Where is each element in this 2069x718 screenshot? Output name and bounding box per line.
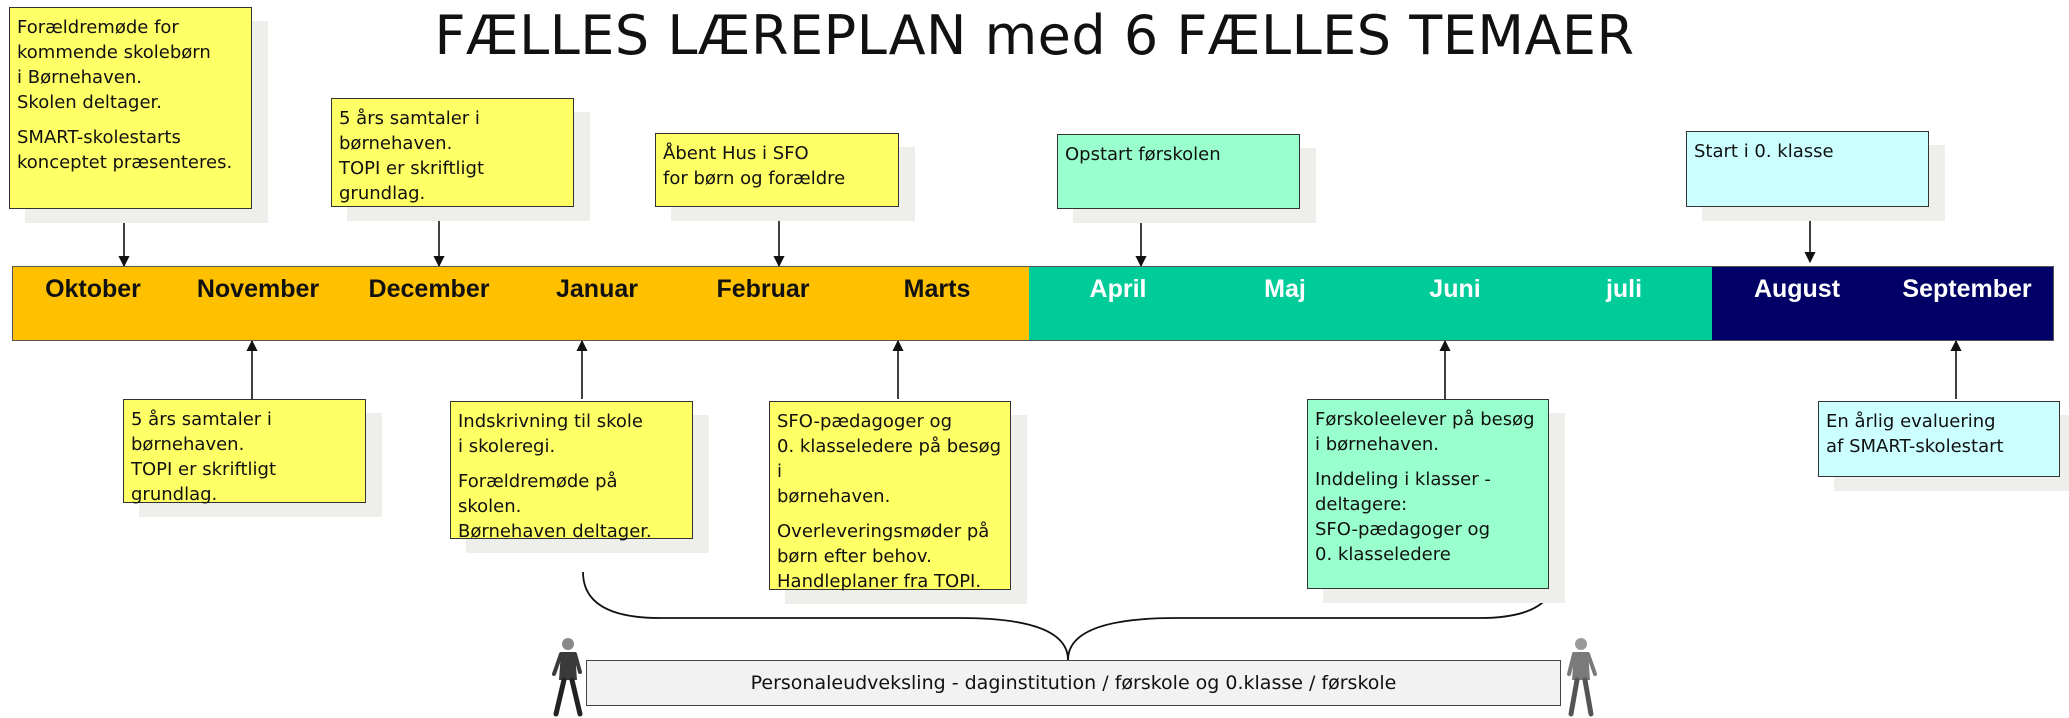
event-note-april: Opstart førskolen	[1057, 134, 1300, 209]
event-note-oktober: Forældremøde for kommende skolebørn i Bø…	[9, 7, 252, 209]
month-label: Januar	[556, 275, 638, 303]
event-note-juni: Førskoleelever på besøg i børnehaven. In…	[1307, 399, 1549, 589]
month-label: Marts	[903, 275, 971, 303]
month-label: December	[368, 275, 490, 303]
note-paragraph: Start i 0. klasse	[1694, 141, 1834, 162]
note-paragraph: Åbent Hus i SFO for børn og forældre	[663, 143, 846, 189]
month-label: Juni	[1429, 275, 1481, 303]
diagram-title: FÆLLES LÆREPLAN med 6 FÆLLES TEMAER	[434, 4, 1635, 67]
note-paragraph: Overleveringsmøder på børn efter behov. …	[777, 521, 990, 592]
note-paragraph: Førskoleelever på besøg i børnehaven.	[1315, 409, 1535, 455]
event-note-februar: Åbent Hus i SFO for børn og forældre	[655, 133, 899, 207]
note-paragraph: En årlig evaluering af SMART-skolestart	[1826, 411, 2004, 457]
month-label: August	[1753, 275, 1841, 303]
note-paragraph: Inddeling i klasser - deltagere: SFO-pæd…	[1315, 469, 1491, 565]
note-paragraph: SFO-pædagoger og 0. klasseledere på besø…	[777, 411, 1002, 507]
month-label: Maj	[1264, 275, 1306, 303]
month-label: April	[1089, 275, 1147, 303]
event-note-november: 5 års samtaler i børnehaven. TOPI er skr…	[123, 399, 366, 505]
note-paragraph: SMART-skolestarts konceptet præsenteres.	[17, 127, 233, 173]
month-label: Februar	[716, 275, 810, 303]
event-note-marts: SFO-pædagoger og 0. klasseledere på besø…	[769, 401, 1011, 592]
note-paragraph: 5 års samtaler i børnehaven. TOPI er skr…	[339, 108, 485, 204]
note-paragraph: Indskrivning til skole i skoleregi.	[458, 411, 643, 457]
note-paragraph: Opstart førskolen	[1065, 144, 1221, 165]
note-paragraph: Forældremøde for kommende skolebørn i Bø…	[17, 17, 211, 113]
month-label: Oktober	[45, 275, 141, 303]
month-label: September	[1902, 275, 2032, 303]
event-note-august: Start i 0. klasse	[1686, 131, 1929, 207]
timeline-segment-spring-summer	[1029, 266, 1712, 341]
month-label: November	[196, 275, 320, 303]
staff-exchange-bar: Personaleudveksling - daginstitution / f…	[586, 660, 1561, 706]
walking-person-right-icon	[1567, 638, 1597, 717]
walking-person-left-icon	[552, 638, 583, 717]
timeline-segment-late-summer	[1712, 266, 2054, 341]
note-paragraph: 5 års samtaler i børnehaven. TOPI er skr…	[131, 409, 277, 505]
event-note-september: En årlig evaluering af SMART-skolestart	[1818, 401, 2060, 477]
timeline-segment-autumn-winter	[12, 266, 1029, 341]
event-note-december: 5 års samtaler i børnehaven. TOPI er skr…	[331, 98, 574, 207]
event-note-januar: Indskrivning til skole i skoleregi. Foræ…	[450, 401, 693, 542]
month-label: juli	[1605, 275, 1643, 303]
note-paragraph: Forældremøde på skolen. Børnehaven delta…	[458, 471, 652, 542]
